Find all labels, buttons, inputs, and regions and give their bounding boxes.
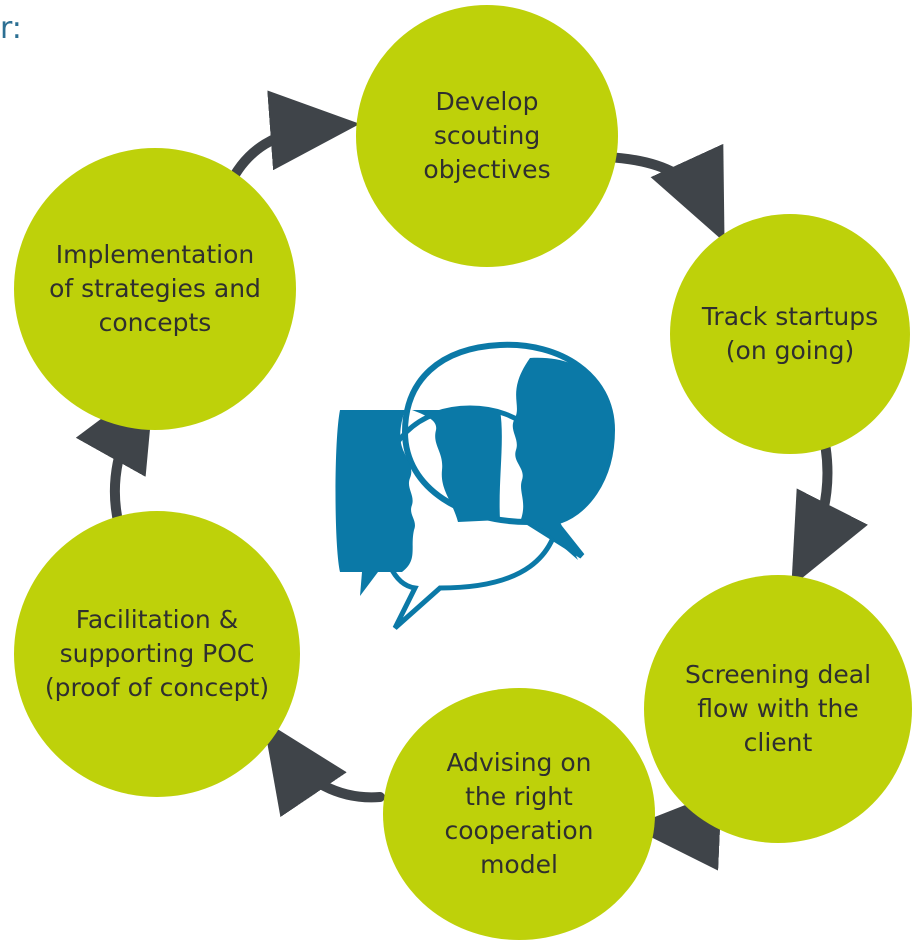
node-label: Screening deal flow with the client	[684, 660, 872, 757]
node-advising: Advising on the right cooperation model	[383, 688, 655, 940]
node-label: Advising on the right cooperation model	[444, 748, 594, 879]
arrow-advising-to-facilitation	[263, 720, 385, 818]
corner-text: r:	[0, 11, 22, 46]
node-implementation: Implementation of strategies and concept…	[14, 148, 296, 430]
node-develop: Develop scouting objectives	[356, 5, 618, 267]
node-label: Track startups (on going)	[701, 302, 879, 365]
node-label: Develop scouting objectives	[423, 87, 551, 184]
speech-bubbles-faces-icon	[335, 341, 616, 630]
node-label: Facilitation & supporting POC (proof of …	[44, 605, 270, 702]
node-facilitation: Facilitation & supporting POC (proof of …	[14, 511, 300, 797]
node-track: Track startups (on going)	[670, 214, 910, 454]
arrow-develop-to-track	[601, 143, 725, 243]
node-label: Implementation of strategies and concept…	[49, 240, 261, 337]
node-screening: Screening deal flow with the client	[644, 575, 912, 843]
